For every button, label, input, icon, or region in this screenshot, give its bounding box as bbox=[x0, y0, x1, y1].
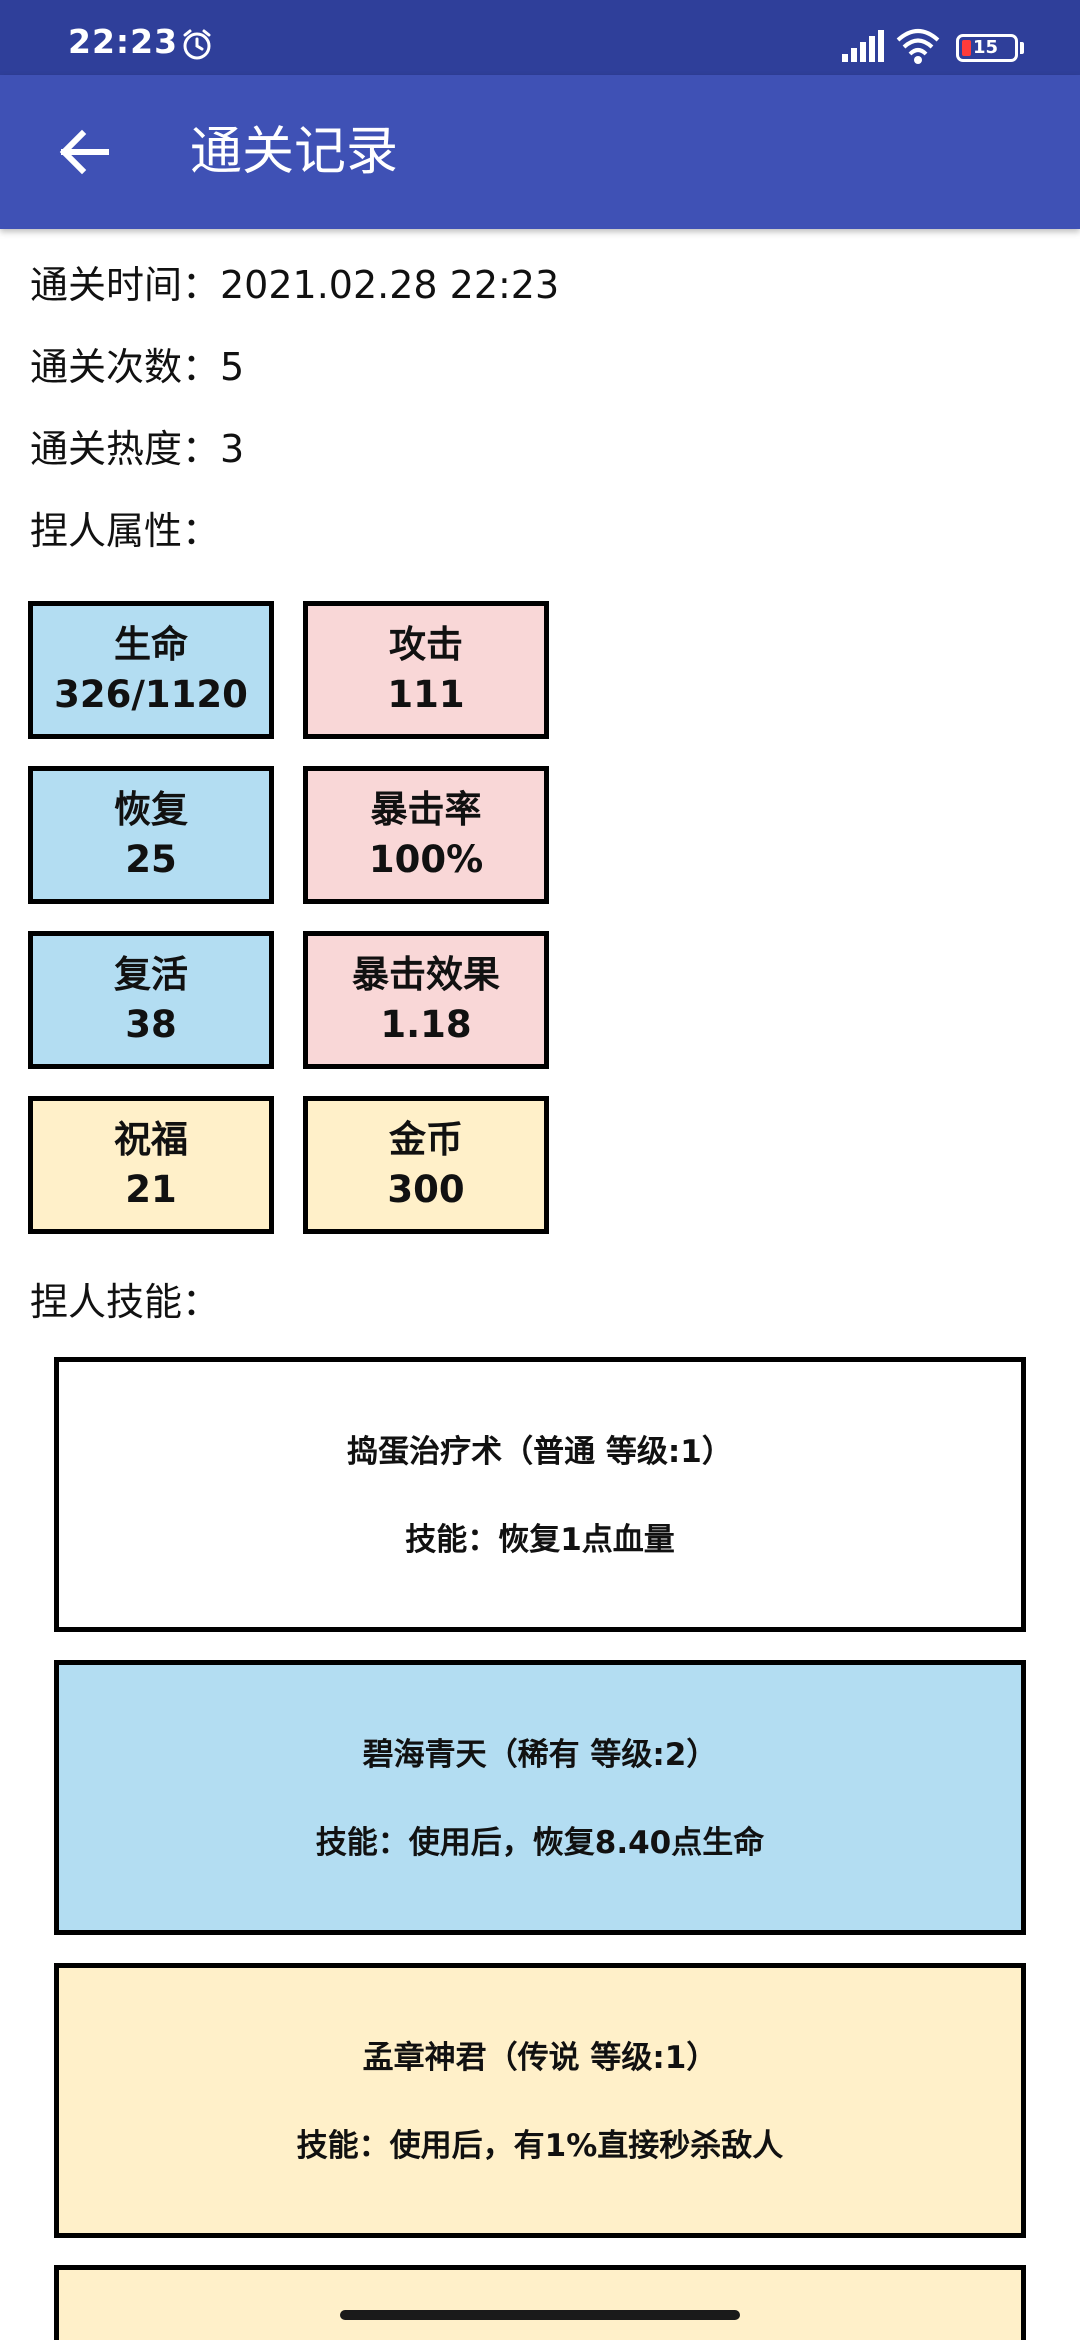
stat-card-attack: 攻击 111 bbox=[303, 601, 549, 739]
clear-time: 通关时间：2021.02.28 22:23 bbox=[30, 263, 560, 307]
clear-heat: 通关热度：3 bbox=[30, 427, 245, 471]
stat-label: 生命 bbox=[114, 623, 188, 666]
stat-label: 祝福 bbox=[114, 1118, 188, 1161]
skill-name: 孟章神君（传说 等级:1） bbox=[362, 2040, 718, 2076]
stat-value: 38 bbox=[125, 1003, 177, 1046]
page-title: 通关记录 bbox=[190, 122, 399, 182]
skill-card[interactable]: 孟章神君（传说 等级:1） 技能：使用后，有1%直接秒杀敌人 bbox=[54, 1963, 1026, 2238]
stat-card-recovery: 恢复 25 bbox=[28, 766, 274, 904]
status-time: 22:23 bbox=[68, 22, 179, 61]
stat-label: 暴击率 bbox=[370, 788, 482, 831]
stat-card-gold: 金币 300 bbox=[303, 1096, 549, 1234]
stat-label: 恢复 bbox=[114, 788, 188, 831]
battery-icon: 15 bbox=[956, 34, 1018, 62]
signal-icon bbox=[842, 30, 884, 62]
skill-desc: 技能：恢复1点血量 bbox=[405, 1522, 675, 1558]
wifi-icon bbox=[896, 29, 940, 64]
app-bar: 通关记录 bbox=[0, 75, 1080, 229]
stat-value: 326/1120 bbox=[54, 673, 248, 716]
alarm-icon bbox=[183, 29, 211, 60]
attributes-heading: 捏人属性： bbox=[30, 509, 221, 553]
stat-card-revive: 复活 38 bbox=[28, 931, 274, 1069]
arrow-left-icon bbox=[59, 129, 109, 175]
skills-heading: 捏人技能： bbox=[30, 1280, 221, 1324]
stat-card-hp: 生命 326/1120 bbox=[28, 601, 274, 739]
stat-value: 25 bbox=[125, 838, 177, 881]
stat-value: 111 bbox=[387, 673, 465, 716]
stat-value: 1.18 bbox=[380, 1003, 472, 1046]
battery-level: 15 bbox=[973, 37, 999, 58]
stat-label: 攻击 bbox=[389, 623, 463, 666]
stat-label: 复活 bbox=[114, 953, 188, 996]
clear-count: 通关次数：5 bbox=[30, 345, 245, 389]
skill-desc: 技能：使用后，恢复8.40点生命 bbox=[315, 1825, 765, 1861]
stat-label: 暴击效果 bbox=[352, 953, 500, 996]
stat-card-crit-effect: 暴击效果 1.18 bbox=[303, 931, 549, 1069]
skill-desc: 技能：使用后，有1%直接秒杀敌人 bbox=[296, 2128, 784, 2164]
stat-value: 300 bbox=[387, 1168, 465, 1211]
stat-card-crit-rate: 暴击率 100% bbox=[303, 766, 549, 904]
skill-card[interactable]: 碧海青天（稀有 等级:2） 技能：使用后，恢复8.40点生命 bbox=[54, 1660, 1026, 1935]
stat-value: 100% bbox=[368, 838, 484, 881]
skill-card[interactable]: 捣蛋治疗术（普通 等级:1） 技能：恢复1点血量 bbox=[54, 1357, 1026, 1632]
skill-card-partial[interactable] bbox=[54, 2265, 1026, 2340]
home-indicator[interactable] bbox=[340, 2310, 740, 2320]
skill-name: 捣蛋治疗术（普通 等级:1） bbox=[347, 1434, 733, 1470]
stat-label: 金币 bbox=[389, 1118, 463, 1161]
status-bar: 22:23 15 bbox=[0, 0, 1080, 75]
skill-name: 碧海青天（稀有 等级:2） bbox=[362, 1737, 718, 1773]
stat-value: 21 bbox=[125, 1168, 177, 1211]
back-button[interactable] bbox=[50, 117, 120, 187]
stat-card-blessing: 祝福 21 bbox=[28, 1096, 274, 1234]
